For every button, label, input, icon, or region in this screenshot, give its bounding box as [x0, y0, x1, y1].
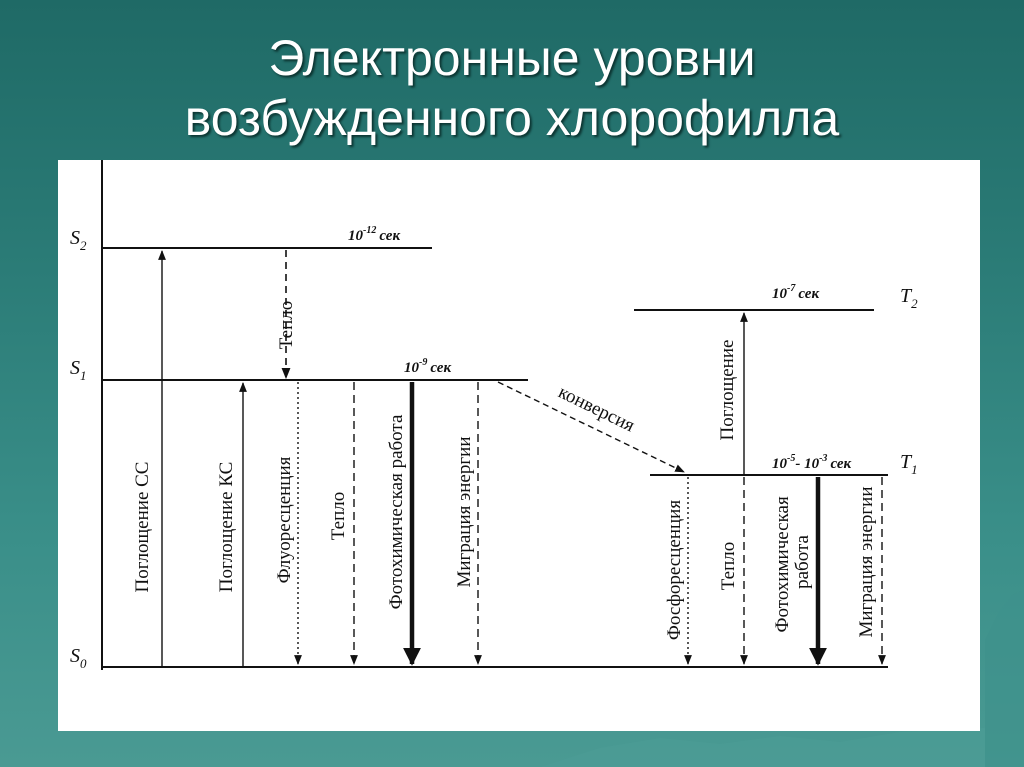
label-t1: T1	[900, 451, 918, 477]
label-s1: S1	[70, 357, 87, 383]
arrow-conversion	[497, 381, 685, 473]
label-absorb-ks: Поглощение КС	[216, 462, 237, 593]
label-migration-s1: Миграция энергии	[454, 437, 475, 588]
label-absorb-ss: Поглощение СС	[132, 462, 153, 593]
label-migration-t1: Миграция энергии	[856, 487, 877, 638]
label-heat-s2-s1: Тепло	[276, 301, 297, 349]
label-photochem-s1: Фотохимическая работа	[386, 414, 407, 609]
title-line-1: Электронные уровни	[268, 30, 756, 86]
label-photochem-t1: Фотохимическая работа	[772, 492, 813, 633]
label-phosphorescence: Фосфоресценция	[664, 500, 685, 640]
slide-title: Электронные уровни возбужденного хлорофи…	[0, 28, 1024, 148]
label-absorb-t: Поглощение	[717, 340, 738, 441]
label-heat-t1: Тепло	[718, 542, 739, 590]
label-s2: S2	[70, 227, 87, 253]
label-heat-s1: Тепло	[328, 492, 349, 540]
label-t2: T2	[900, 285, 918, 311]
label-conversion: конверсия	[555, 382, 638, 437]
label-fluorescence: Флуоресценция	[274, 456, 295, 583]
label-s0: S0	[70, 645, 87, 671]
title-line-2: возбужденного хлорофилла	[184, 90, 840, 146]
